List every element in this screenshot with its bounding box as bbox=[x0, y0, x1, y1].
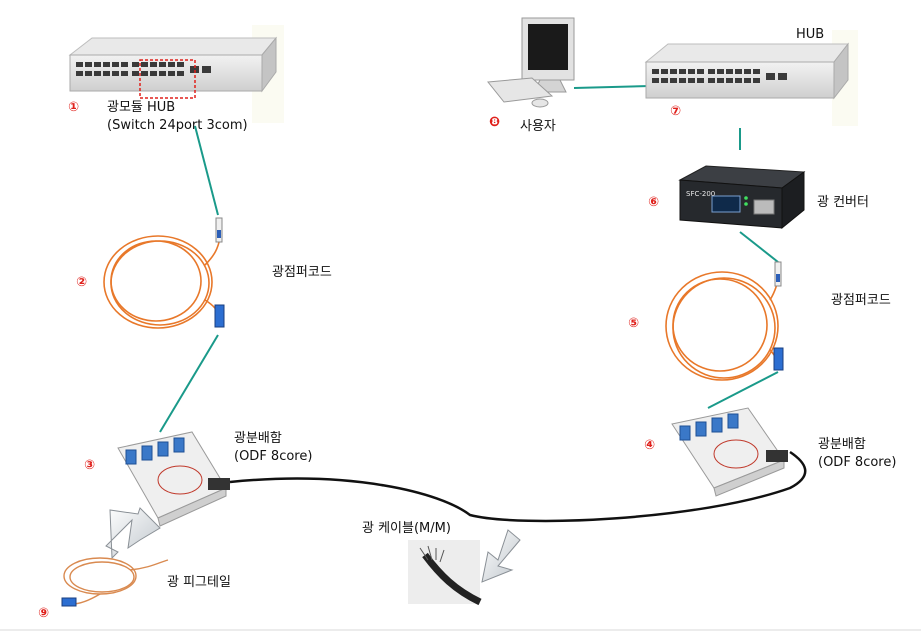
number-2: ② bbox=[76, 275, 88, 290]
odf-right-subtitle: (ODF 8core) bbox=[818, 455, 897, 470]
arrow-odf-pigtail bbox=[105, 507, 161, 560]
number-5: ⑤ bbox=[628, 316, 640, 331]
converter-label: 광 컨버터 bbox=[817, 195, 869, 210]
odf-right bbox=[671, 407, 788, 497]
connector-right-bottom bbox=[773, 347, 784, 371]
media-converter bbox=[678, 165, 806, 230]
optical-cable bbox=[229, 450, 807, 523]
odf-left bbox=[117, 431, 230, 527]
cable-image bbox=[408, 540, 482, 606]
jumper-cord-left bbox=[103, 235, 221, 329]
pigtail-label: 광 피그테일 bbox=[167, 575, 231, 590]
connector-left-bottom bbox=[214, 304, 225, 328]
odf-right-title: 광분배함 bbox=[818, 437, 866, 452]
number-9: ⑨ bbox=[38, 606, 50, 621]
highlight-box bbox=[139, 59, 196, 99]
hub-right bbox=[644, 30, 858, 126]
arrow-cable bbox=[481, 529, 521, 583]
cable-label: 광 케이블(M/M) bbox=[362, 521, 451, 536]
hub-left-subtitle: (Switch 24port 3com) bbox=[107, 118, 248, 133]
user-pc bbox=[487, 17, 575, 108]
odf-left-subtitle: (ODF 8core) bbox=[234, 449, 313, 464]
connector-right-top bbox=[774, 261, 782, 287]
converter-model-text: SFC-200 bbox=[686, 190, 715, 198]
number-1: ① bbox=[68, 100, 80, 115]
number-3: ③ bbox=[84, 458, 96, 473]
connector-left-top bbox=[215, 217, 223, 243]
number-8: ❽ bbox=[489, 115, 501, 130]
jumper-cord-right bbox=[665, 271, 779, 381]
user-label: 사용자 bbox=[520, 119, 556, 134]
jumper-right-label: 광점퍼코드 bbox=[831, 293, 891, 308]
number-6: ⑥ bbox=[648, 195, 660, 210]
jumper-left-label: 광점퍼코드 bbox=[272, 265, 332, 280]
hub-left-title: 광모듈 HUB bbox=[107, 100, 176, 115]
hub-right-label: HUB bbox=[796, 27, 825, 42]
pigtail bbox=[63, 557, 169, 605]
odf-left-title: 광분배함 bbox=[234, 431, 282, 446]
hub-left bbox=[68, 25, 284, 123]
number-7: ⑦ bbox=[670, 104, 682, 119]
number-4: ④ bbox=[644, 438, 656, 453]
